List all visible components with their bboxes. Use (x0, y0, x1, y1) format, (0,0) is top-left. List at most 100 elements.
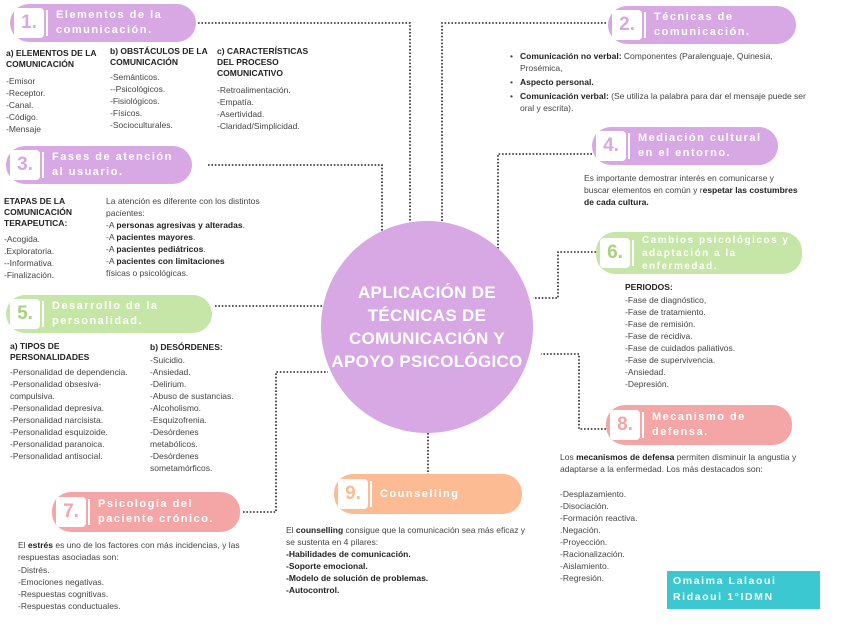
list-item: -Delirium. (150, 379, 187, 389)
list-item: -Finalización. (4, 270, 55, 280)
list-item: -Fase de supervivencia. (625, 355, 716, 365)
list-item: -Personalidad antisocial. (10, 451, 103, 461)
list-item: -Disociación. (560, 501, 609, 511)
list-item: -Alcoholismo. (150, 403, 202, 413)
n7-list: -Distrés. -Emociones negativas. -Respues… (18, 564, 121, 612)
list-item: -Distrés. (18, 565, 50, 575)
n1-c-heading: c) CARACTERÍSTICAS DEL PROCESO COMUNICAT… (217, 46, 309, 78)
author-signature: Omaima Lalaoui Ridaoui 1°IDMN (667, 571, 820, 609)
node-1-title: Elementos de la comunicación. (56, 9, 163, 36)
list-item: -Esquizofrenia. (150, 415, 207, 425)
list-item: -Aislamiento. (560, 561, 610, 571)
n9-text: El counselling consigue que la comunicac… (286, 525, 526, 547)
node-4-divider (628, 133, 630, 159)
list-item: -Claridad/Simplicidad. (217, 121, 300, 131)
list-item: -Ansiedad. (625, 367, 666, 377)
list-item: -Personalidad de dependencia. (10, 367, 128, 377)
list-item: -Desórdenes (150, 427, 199, 437)
node-6-title: Cambios psicológicos y adaptación a la e… (642, 234, 790, 272)
list-item: sometamórficos. (150, 463, 213, 473)
node-3-title: Fases de atención al usuario. (52, 151, 173, 178)
node-7-number: 7. (56, 497, 86, 527)
node-8-mecanismo: 8. Mecanismo de defensa. (606, 405, 792, 445)
n5-a-heading: a) TIPOS DE PERSONALIDADES (10, 341, 90, 362)
n6-list: -Fase de diagnóstico, -Fase de tratamien… (625, 294, 735, 390)
node-5-personalidad: 5. Desarrollo de la personalidad. (6, 295, 212, 333)
list-item: -Desplazamiento. (560, 489, 627, 499)
n3-patients: La atención es diferente con los distint… (106, 195, 276, 279)
list-item: -Personalidad paranoica. (10, 439, 105, 449)
node-9-counselling: 9. Counselling (334, 474, 522, 514)
node-7-psicologia: 7. Psicología del paciente crónico. (52, 492, 240, 532)
list-item: -Habilidades de comunicación. (286, 549, 411, 559)
node-9-divider (370, 481, 372, 507)
node-3-number: 3. (10, 150, 40, 180)
list-item: -Fase de diagnóstico, (625, 295, 707, 305)
list-item: -Suicidio. (150, 355, 185, 365)
list-item: -Modelo de solución de problemas. (286, 573, 429, 583)
n1-a-list: -Emisor -Receptor. -Canal. -Código. -Men… (6, 75, 45, 135)
n1-a-heading: a) ELEMENTOS DE LA COMUNICACIÓN (6, 48, 97, 69)
n6-heading: PERIODOS: (625, 282, 673, 292)
n3-intro: La atención es diferente con los distint… (106, 196, 260, 218)
list-item: metabólicos. (150, 439, 198, 449)
node-5-number: 5. (10, 299, 40, 329)
list-item: -Proyección. (560, 537, 608, 547)
n1-b-list: -Semánticos. --Psicológicos. -Fisiológic… (110, 71, 173, 131)
list-item: -A pacientes mayores. (106, 232, 196, 242)
node-2-tecnicas: 2. Técnicas de comunicación. (608, 6, 796, 44)
list-item: -Soporte emocional. (286, 561, 368, 571)
n2-bullet-3: •Comunicación verbal: (Se utiliza la pal… (510, 91, 806, 113)
list-item: -Código. (6, 112, 39, 122)
list-item: .Negación. (560, 525, 601, 535)
list-item: -Personalidad narcisista. (10, 415, 104, 425)
list-item: -Semánticos. (110, 72, 160, 82)
list-item: -Fase de remisión. (625, 319, 696, 329)
node-9-number: 9. (338, 479, 368, 509)
n8-list: -Desplazamiento. -Disociación. -Formació… (560, 488, 637, 584)
list-item: -A personas agresivas y alteradas. (106, 220, 245, 230)
list-item: compulsiva. (10, 391, 55, 401)
node-3-fases: 3. Fases de atención al usuario. (6, 146, 192, 184)
n4-text: Es importante demostrar interés en comun… (584, 173, 798, 207)
n2-bullet-1: •Comunicación no verbal: Componentes (Pa… (510, 51, 773, 73)
list-item: -A pacientes con limitaciones (106, 256, 225, 266)
node-2-number: 2. (612, 10, 642, 40)
list-item: -A pacientes pediátricos. (106, 244, 206, 254)
list-item: -Respuestas cognitivas. (18, 589, 109, 599)
list-item: -Fase de tratamiento. (625, 307, 706, 317)
list-item: -Abuso de sustancias. (150, 391, 234, 401)
node-1-number: 1. (14, 8, 44, 38)
list-item: físicas o psicológicas. (106, 268, 189, 278)
node-8-number: 8. (610, 410, 640, 440)
list-item: -Formación reactiva. (560, 513, 638, 523)
n2-bullet-2: •Aspecto personal. (510, 77, 594, 87)
list-item: -Canal. (6, 100, 34, 110)
node-4-title: Mediación cultural en el entorno. (638, 132, 762, 159)
central-title: APLICACIÓN DE TÉCNICAS DE COMUNICACIÓN Y… (331, 283, 523, 371)
n5-b-heading: b) DESÓRDENES: (150, 342, 223, 352)
list-item: -Personalidad depresiva. (10, 403, 105, 413)
list-item: -Fisiológicos. (110, 96, 160, 106)
list-item: -Emisor (6, 76, 36, 86)
node-1-elementos: 1. Elementos de la comunicación. (10, 4, 196, 42)
list-item: -Emociones negativas. (18, 577, 104, 587)
node-4-mediacion: 4. Mediación cultural en el entorno. (592, 127, 778, 165)
list-item: -Empatía. (217, 97, 254, 107)
node-6-divider (632, 240, 634, 266)
node-4-number: 4. (596, 131, 626, 161)
node-8-divider (642, 412, 644, 438)
list-item: -Físicos. (110, 108, 143, 118)
n3-heading: ETAPAS DE LA COMUNICACIÓN TERAPEUTICA: (4, 196, 72, 228)
list-item: -Racionalización. (560, 549, 625, 559)
node-6-cambios: 6. Cambios psicológicos y adaptación a l… (596, 232, 802, 274)
n8-text: Los mecanismos de defensa permiten dismi… (560, 452, 797, 474)
list-item: -Personalidad obsesiva- (10, 379, 102, 389)
list-item: -Retroalimentación. (217, 85, 291, 95)
list-item: -Fase de recidiva. (625, 331, 693, 341)
list-item: -Fase de cuidados paliativos. (625, 343, 736, 353)
n3-stages-list: -Acogida. .Exploratoria. --Informativa. … (4, 233, 54, 281)
list-item: -Receptor. (6, 88, 46, 98)
list-item: --Psicológicos. (110, 84, 166, 94)
n9-list: -Habilidades de comunicación. -Soporte e… (286, 548, 428, 596)
